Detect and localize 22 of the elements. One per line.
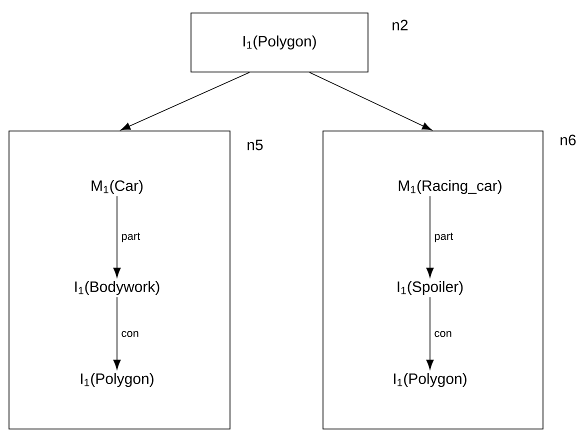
- label-box: I$_{1}$(Polygon): [190, 12, 368, 72]
- arrow: [426, 296, 434, 370]
- node-text: I$_{1}$(Bodywork): [75, 281, 160, 295]
- edge-label: con: [120, 330, 140, 338]
- node-text: I$_{1}$(Polygon): [81, 373, 154, 387]
- edge-label: part: [433, 232, 454, 244]
- arrow: [309, 72, 432, 130]
- arrow: [426, 196, 434, 278]
- edge-label: con: [433, 330, 453, 338]
- arrow: [120, 72, 250, 130]
- node-id: n5: [248, 140, 263, 150]
- edge-label: part: [120, 232, 142, 244]
- container-box: [322, 130, 544, 430]
- node-text: I$_{1}$(Spoiler): [398, 281, 463, 295]
- arrow: [113, 196, 121, 278]
- node-id: n2: [392, 20, 408, 30]
- arrow: [113, 296, 121, 370]
- node-text: M$_{1}$(Racing_car): [398, 180, 502, 194]
- node-text: M$_{1}$(Car): [92, 180, 143, 194]
- container-box: [8, 130, 230, 430]
- node-id: n6: [560, 134, 576, 146]
- node-text: I$_{1}$(Polygon): [394, 373, 466, 387]
